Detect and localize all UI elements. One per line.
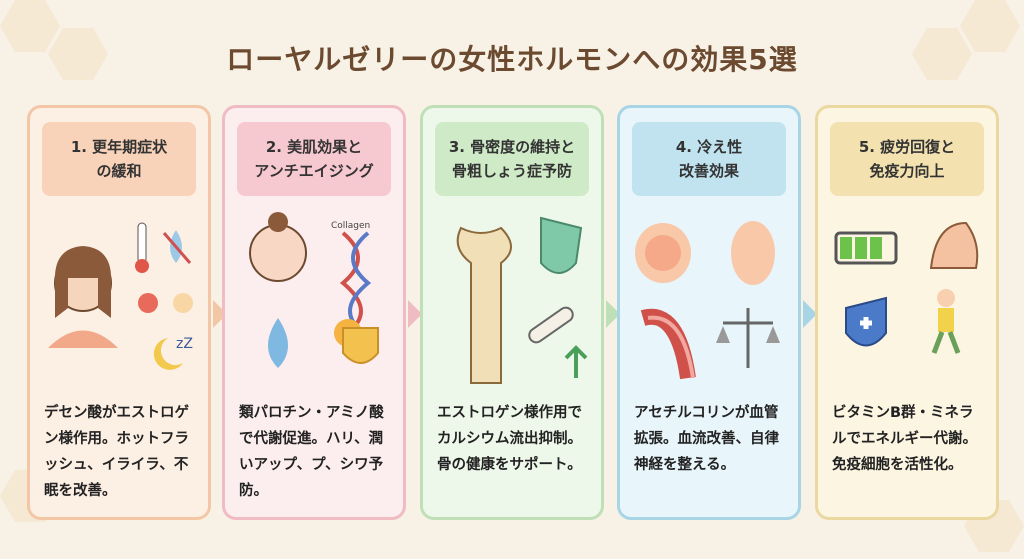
card-description: エストロゲン様作用でカルシウム流出抑制。骨の健康をサポート。 (437, 405, 582, 473)
bone-illustration (431, 208, 593, 388)
honeycomb-decoration (960, 0, 1020, 52)
arrow-right-icon (803, 300, 817, 328)
card-heading: 1. 更年期症状 の緩和 (42, 122, 196, 196)
card-heading: 5. 疲労回復と 免疫力向上 (830, 122, 984, 196)
card-description: デセン酸がエストロゲン様作用。ホットフラッシュ、イライラ、不眠を改善。 (44, 405, 189, 499)
card-heading: 2. 美肌効果と アンチエイジング (237, 122, 391, 196)
benefit-card-1: 1. 更年期症状 の緩和 zZ デセン酸がエストロゲン様作用。ホットフラッシュ、… (27, 105, 211, 520)
benefit-card-4: 4. 冷え性 改善効果 アセチルコリンが血管拡張。血流改善、自律神経を整える。 (617, 105, 801, 520)
card-description: アセチルコリンが血管拡張。血流改善、自律神経を整える。 (634, 405, 779, 473)
card-heading: 4. 冷え性 改善効果 (632, 122, 786, 196)
benefit-card-5: 5. 疲労回復と 免疫力向上 ビタミンB群・ミネラルでエネルギー代謝。免疫細胞を… (815, 105, 999, 520)
menopause-illustration: zZ (38, 208, 200, 388)
benefit-card-2: 2. 美肌効果と アンチエイジング Collagen 類パロチン・アミノ酸で代謝… (222, 105, 406, 520)
card-description: 類パロチン・アミノ酸で代謝促進。ハリ、潤いアップ、プ、シワ予防。 (239, 405, 384, 499)
benefit-card-3: 3. 骨密度の維持と 骨粗しょう症予防 エストロゲン様作用でカルシウム流出抑制。… (420, 105, 604, 520)
arrow-right-icon (408, 300, 422, 328)
collagen-label: Collagen (331, 221, 370, 231)
card-heading: 3. 骨密度の維持と 骨粗しょう症予防 (435, 122, 589, 196)
circulation-illustration (628, 208, 790, 388)
svg-text:zZ: zZ (176, 336, 193, 352)
fatigue-illustration (826, 208, 988, 388)
page-title: ローヤルゼリーの女性ホルモンへの効果5選 (226, 43, 798, 76)
card-description: ビタミンB群・ミネラルでエネルギー代謝。免疫細胞を活性化。 (832, 405, 977, 473)
skin-illustration: Collagen (233, 208, 395, 388)
honeycomb-decoration (0, 0, 60, 52)
arrow-right-icon (606, 300, 620, 328)
